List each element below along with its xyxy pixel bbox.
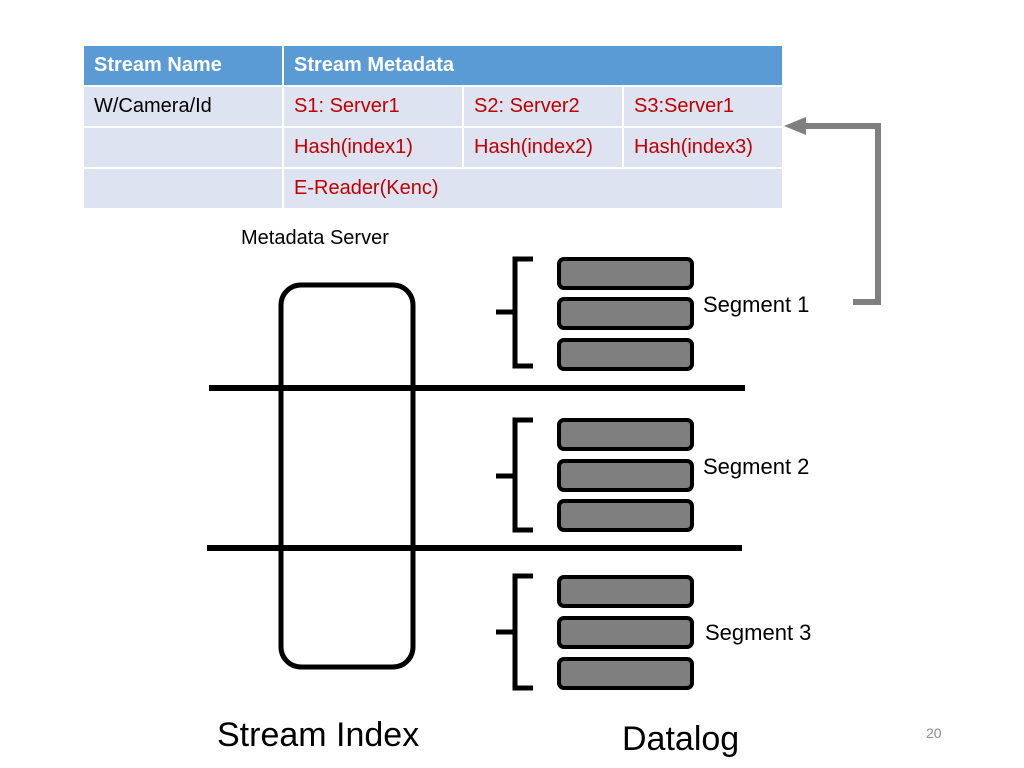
metadata-table: Stream Name Stream Metadata W/Camera/Id …: [82, 44, 785, 210]
segment3-brace: [496, 573, 533, 691]
cell-empty: [82, 167, 284, 210]
datalog-block: [557, 418, 694, 451]
segment2-brace: [496, 417, 533, 533]
datalog-block: [557, 297, 694, 330]
cell-empty: [82, 126, 284, 169]
segment2-label: Segment 2: [703, 454, 810, 479]
datalog-block: [557, 338, 694, 371]
table-row: W/Camera/Id S1: Server1 S2: Server2 S3:S…: [82, 85, 785, 128]
stream-index-label: Stream Index: [217, 716, 420, 754]
segment3-label: Segment 3: [705, 620, 812, 645]
cell-hash1: Hash(index1): [282, 126, 464, 169]
stream-index-box: [278, 282, 416, 670]
datalog-block: [557, 257, 694, 290]
segment1-to-table-arrow: [803, 123, 881, 305]
datalog-block: [557, 575, 694, 608]
header-stream-metadata: Stream Metadata: [281, 44, 785, 87]
cell-ereader: E-Reader(Kenc): [281, 167, 785, 210]
datalog-block: [557, 657, 694, 690]
page-number: 20: [926, 725, 942, 741]
cell-s1: S1: Server1: [282, 85, 464, 128]
cell-s3: S3:Server1: [621, 85, 785, 128]
metadata-server-label: Metadata Server: [241, 227, 389, 249]
datalog-label: Datalog: [622, 720, 740, 758]
cell-s2: S2: Server2: [462, 85, 624, 128]
table-row: E-Reader(Kenc): [82, 167, 785, 210]
datalog-block: [557, 499, 694, 532]
segment1-label: Segment 1: [703, 292, 810, 317]
arrow-head: [784, 117, 806, 135]
table-header-row: Stream Name Stream Metadata: [82, 44, 785, 87]
segment1-brace: [496, 256, 533, 369]
table-row: Hash(index1) Hash(index2) Hash(index3): [82, 126, 785, 169]
cell-stream-name: W/Camera/Id: [82, 85, 284, 128]
cell-hash2: Hash(index2): [462, 126, 624, 169]
header-stream-name: Stream Name: [82, 44, 284, 87]
datalog-block: [557, 616, 694, 649]
datalog-block: [557, 459, 694, 492]
cell-hash3: Hash(index3): [621, 126, 785, 169]
